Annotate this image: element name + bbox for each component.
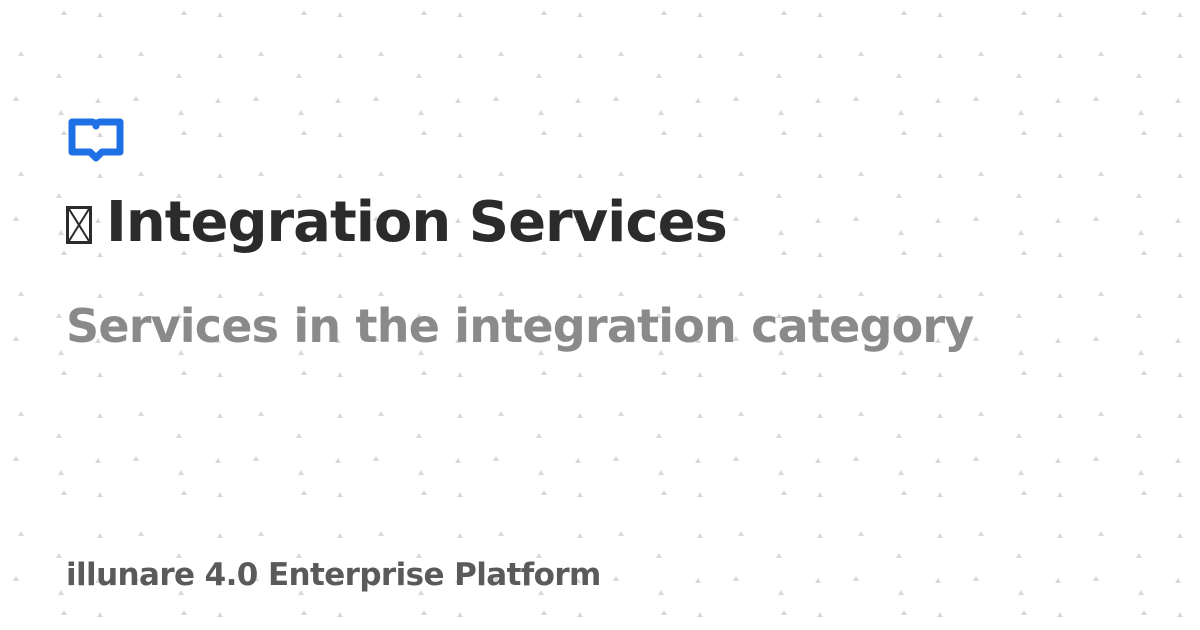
page-title: Integration Services xyxy=(66,188,728,258)
page-subtitle: Services in the integration category xyxy=(66,299,974,353)
platform-name: illunare 4.0 Enterprise Platform xyxy=(66,557,601,593)
book-icon xyxy=(68,118,124,162)
card-content: Integration Services Services in the int… xyxy=(66,0,1166,630)
missing-glyph-icon xyxy=(66,206,92,244)
page-title-text: Integration Services xyxy=(106,190,728,255)
